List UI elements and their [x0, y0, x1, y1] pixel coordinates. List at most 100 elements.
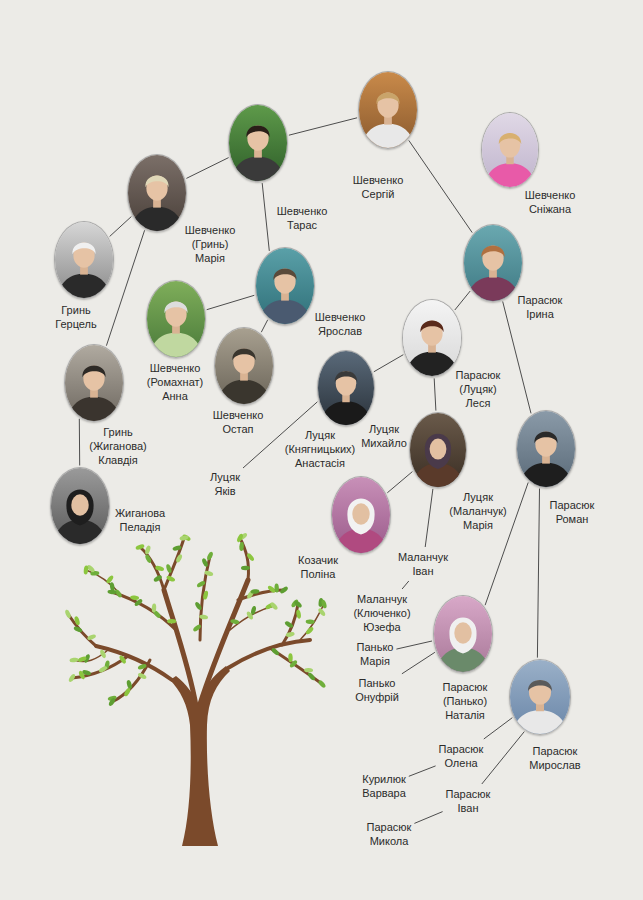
photo-ground — [51, 468, 109, 544]
leaf — [270, 647, 280, 656]
portrait-image — [410, 413, 466, 487]
person-body — [466, 277, 520, 301]
leaf — [108, 697, 117, 707]
person-name: Парасюк Іван — [446, 787, 491, 815]
person-name: Луцяк Яків — [210, 470, 240, 498]
photo-ground — [55, 222, 113, 298]
leaf — [192, 624, 202, 633]
person-node: Козачик Поліна — [331, 476, 391, 554]
tree-branches — [68, 538, 324, 706]
portrait-photo — [146, 280, 206, 358]
leaf — [307, 672, 316, 682]
leaf — [167, 619, 176, 623]
tree-leaves — [64, 532, 327, 707]
person-face — [73, 242, 94, 267]
person-face — [233, 348, 254, 373]
leaf — [118, 655, 127, 665]
person-node: Шевченко Сергій — [358, 71, 418, 149]
portrait-photo — [317, 350, 375, 426]
person-hair — [534, 431, 557, 443]
person-name-node: Курилюк Варвара — [362, 772, 406, 800]
leaf — [305, 626, 315, 635]
leaf — [166, 575, 176, 583]
person-face — [500, 133, 521, 158]
person-body — [519, 463, 573, 487]
tree-branch — [112, 592, 176, 630]
family-line — [414, 812, 442, 824]
portrait-image — [147, 281, 205, 357]
person-hair — [246, 125, 269, 137]
person-node: Парасюк (Луцяк) Леся — [402, 299, 462, 377]
person-name: Шевченко Сніжана — [525, 188, 576, 216]
person-hair — [420, 320, 443, 332]
portrait-photo — [214, 327, 274, 405]
person-name: Панько Марія — [357, 640, 394, 668]
leaf — [250, 605, 257, 615]
person-face — [83, 365, 104, 390]
leaf — [279, 585, 289, 594]
leaf — [250, 589, 259, 594]
photo-ground — [410, 413, 466, 487]
person-node: Шевченко Тарас — [228, 104, 288, 182]
photo-ground — [256, 248, 314, 324]
person-node: Парасюк Роман — [516, 410, 576, 488]
person-node: Парасюк (Панько) Наталія — [433, 595, 493, 673]
family-line — [484, 718, 513, 739]
photo-ground — [332, 477, 390, 553]
leaf — [144, 554, 152, 564]
leaf — [137, 663, 147, 670]
person-node: Парасюк Ірина — [463, 224, 523, 302]
leaf — [204, 570, 214, 577]
person-face — [430, 439, 447, 460]
leaf — [317, 607, 326, 617]
portrait-photo — [228, 104, 288, 182]
person-name-node: Панько Онуфрій — [355, 676, 399, 704]
person-hair — [376, 92, 399, 104]
head-scarf — [449, 617, 476, 653]
person-hair — [481, 245, 504, 257]
family-line — [455, 291, 470, 310]
leaf — [199, 614, 209, 620]
family-line — [409, 766, 436, 776]
portrait-photo — [409, 412, 467, 488]
person-hair — [335, 371, 357, 382]
person-node: Шевченко Ярослав — [255, 247, 315, 325]
person-body — [57, 274, 111, 298]
portrait-photo — [509, 659, 571, 735]
person-name: Парасюк Мирослав — [529, 744, 580, 772]
leaf — [241, 566, 250, 571]
tree-branch — [282, 604, 298, 645]
tree-branch — [68, 614, 96, 646]
tree-branch — [200, 556, 210, 640]
leaf — [137, 672, 147, 680]
person-face — [247, 125, 268, 150]
portrait-photo — [64, 344, 124, 422]
family-line — [537, 489, 539, 658]
person-body — [361, 124, 415, 148]
family-line — [110, 217, 132, 237]
portrait-image — [229, 105, 287, 181]
person-face — [165, 301, 186, 326]
person-hair — [145, 175, 168, 187]
family-line — [79, 419, 80, 466]
person-name-node: Парасюк Микола — [367, 820, 412, 848]
leaf — [151, 603, 156, 612]
portrait-photo — [255, 247, 315, 325]
person-hair — [499, 133, 521, 144]
photo-ground — [147, 281, 205, 357]
leaf — [69, 657, 79, 663]
person-name: Луцяк Михайло — [361, 422, 407, 450]
person-name-node: Маланчук Іван — [398, 550, 448, 578]
person-name: Парасюк Олена — [439, 742, 484, 770]
person-body — [130, 207, 184, 231]
person-node: Гринь Герцель — [54, 221, 114, 299]
photo-ground — [434, 596, 492, 672]
person-name: Луцяк (Маланчук) Марія — [449, 490, 506, 532]
portrait-image — [51, 468, 109, 544]
person-node: Шевченко (Ромахнат) Анна — [146, 280, 206, 358]
person-name: Козачик Поліна — [298, 553, 338, 581]
portrait-image — [359, 72, 417, 148]
photo-ground — [359, 72, 417, 148]
portrait-photo — [127, 154, 187, 232]
person-hair — [528, 680, 552, 691]
